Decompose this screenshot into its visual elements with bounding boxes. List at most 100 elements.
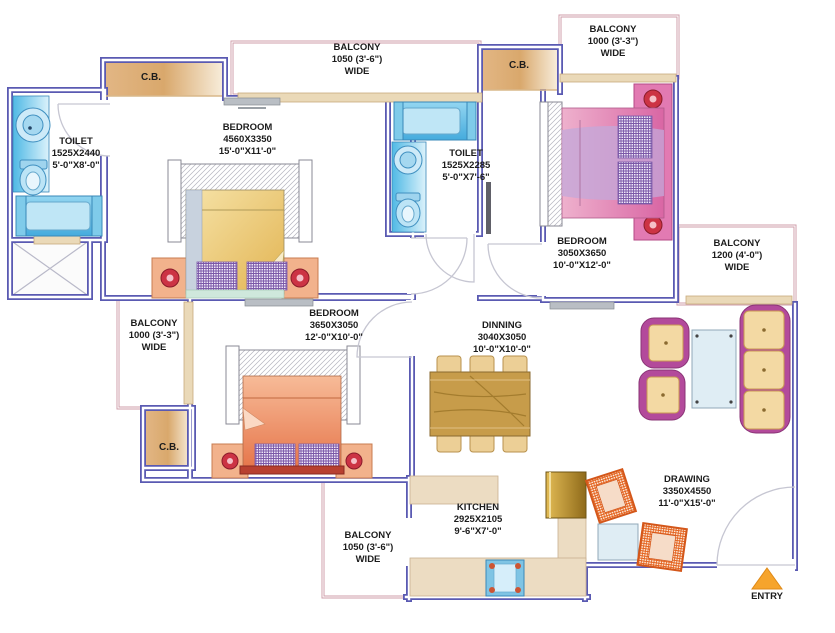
closet-label: C.B. [509, 60, 529, 71]
bedroom1-bed [151, 159, 319, 299]
closet-label: C.B. [141, 72, 161, 83]
label-toilet2: TOILET 1525X2285 5'-0"X7'-6" [418, 148, 514, 184]
duct-shaft [9, 239, 91, 298]
kitchen-fittings [409, 471, 587, 597]
label-balcony-top-right: BALCONY 1000 (3'-3") WIDE [572, 24, 654, 60]
dining-set [429, 355, 531, 453]
closet-cb2-fill [483, 50, 557, 90]
closet-cb1-fill [106, 63, 222, 96]
toilet1-fixtures [12, 95, 103, 237]
tv-icon [223, 97, 281, 106]
bedroom3-door [356, 301, 413, 358]
room-dim-ft: 5'-0"X7'-6" [442, 172, 490, 183]
room-name: BEDROOM [557, 236, 607, 247]
counter [409, 475, 499, 505]
label-entry: ENTRY [736, 591, 798, 603]
counter [557, 517, 587, 561]
windows [33, 73, 793, 405]
door-swings [57, 103, 796, 566]
room-dim-mm: 1525X2285 [441, 160, 491, 171]
pillow [617, 161, 653, 205]
entry-arrow-icon [751, 567, 783, 590]
closet-cb3-fill [146, 411, 190, 466]
label-dining: DINNING 3040X3050 10'-0"X10'-0" [452, 320, 552, 356]
room-name: TOILET [59, 136, 93, 147]
room-dim-ft: 9'-6"X7'-0" [454, 526, 502, 537]
balcony-wide: WIDE [141, 342, 167, 353]
label-toilet1: TOILET 1525X2440 5'-0"X8'-0" [38, 136, 114, 172]
label-balcony-bottom: BALCONY 1050 (3'-6") WIDE [328, 530, 408, 566]
side-table [281, 257, 319, 299]
window-bedroom2-balcony [559, 73, 677, 83]
window-drawing-balcony [685, 295, 793, 305]
room-name: BALCONY [713, 238, 761, 249]
tv-icon [549, 301, 615, 310]
room-dim-ft: 5'-0"X8'-0" [52, 160, 100, 171]
room-dim-mm: 4560X3350 [223, 134, 272, 145]
room-name: DINNING [481, 320, 523, 331]
tv-icon [244, 298, 314, 307]
label-balcony-left: BALCONY 1000 (3'-3") WIDE [116, 318, 192, 354]
toilet1-door [57, 103, 111, 157]
label-cb3: C.B. [146, 442, 192, 454]
room-name: BALCONY [589, 24, 637, 35]
room-name: BALCONY [333, 42, 381, 53]
wardrobe-mirror [486, 182, 491, 234]
room-dim-ft: 12'-0"X10'-0" [305, 332, 363, 343]
pillow [246, 261, 288, 291]
balcony-size: 1000 (3'-3") [587, 36, 639, 47]
room-dim-mm: 2925X2105 [453, 514, 503, 525]
balcony-size: 1050 (3'-6") [342, 542, 394, 553]
room-dim-ft: 10'-0"X12'-0" [553, 260, 611, 271]
label-balcony-top: BALCONY 1050 (3'-6") WIDE [316, 42, 398, 78]
room-dim-mm: 3050X3650 [557, 248, 607, 259]
room-dim-mm: 3040X3050 [477, 332, 527, 343]
room-name: DRAWING [664, 474, 710, 485]
balcony-wide: WIDE [355, 554, 381, 565]
entry-door [716, 486, 796, 566]
pillow [617, 115, 653, 159]
entry-label: ENTRY [751, 591, 783, 602]
closet-label: C.B. [159, 442, 179, 453]
coffee-table [691, 329, 737, 409]
label-drawing: DRAWING 3350X4550 11'-0"X15'-0" [632, 474, 742, 510]
toilet2-fixtures [391, 101, 477, 233]
window-bedroom1-balcony [237, 92, 483, 103]
balcony-size: 1000 (3'-3") [128, 330, 180, 341]
label-balcony-right: BALCONY 1200 (4'-0") WIDE [696, 238, 778, 274]
label-cb1: C.B. [128, 72, 174, 84]
balcony-size: 1200 (4'-0") [711, 250, 763, 261]
room-name: KITCHEN [456, 502, 500, 513]
room-dim-ft: 10'-0"X10'-0" [473, 344, 531, 355]
room-name: BALCONY [344, 530, 392, 541]
accent-chair [584, 467, 638, 525]
label-bedroom3: BEDROOM 3650X3050 12'-0"X10'-0" [282, 308, 386, 344]
dining-table [429, 371, 531, 437]
room-dim-mm: 3650X3050 [309, 320, 359, 331]
label-cb2: C.B. [496, 60, 542, 72]
bedroom3-bed [211, 345, 373, 479]
balcony-wide: WIDE [344, 66, 370, 77]
bedroom2-door [487, 243, 543, 299]
window-bedroom3-balcony [183, 301, 194, 405]
label-bedroom2: BEDROOM 3050X3650 10'-0"X12'-0" [534, 236, 630, 272]
tv-units [223, 97, 615, 310]
balcony-wide: WIDE [600, 48, 626, 59]
bedroom2-bed [539, 83, 673, 241]
room-dim-mm: 1525X2440 [51, 148, 101, 159]
refrigerator-icon [545, 471, 587, 519]
toilet2-door [425, 233, 475, 283]
side-table [597, 523, 639, 561]
room-name: TOILET [449, 148, 483, 159]
accent-chair [636, 522, 688, 572]
bedroom1-door [410, 237, 468, 295]
room-name: BEDROOM [222, 122, 273, 133]
drawing-room-furniture [584, 304, 791, 572]
dining-chairs [436, 355, 528, 453]
label-kitchen: KITCHEN 2925X2105 9'-6"X7'-0" [428, 502, 528, 538]
balcony-size: 1050 (3'-6") [331, 54, 383, 65]
room-dim-ft: 11'-0"X15'-0" [658, 498, 716, 509]
room-name: BEDROOM [309, 308, 359, 319]
